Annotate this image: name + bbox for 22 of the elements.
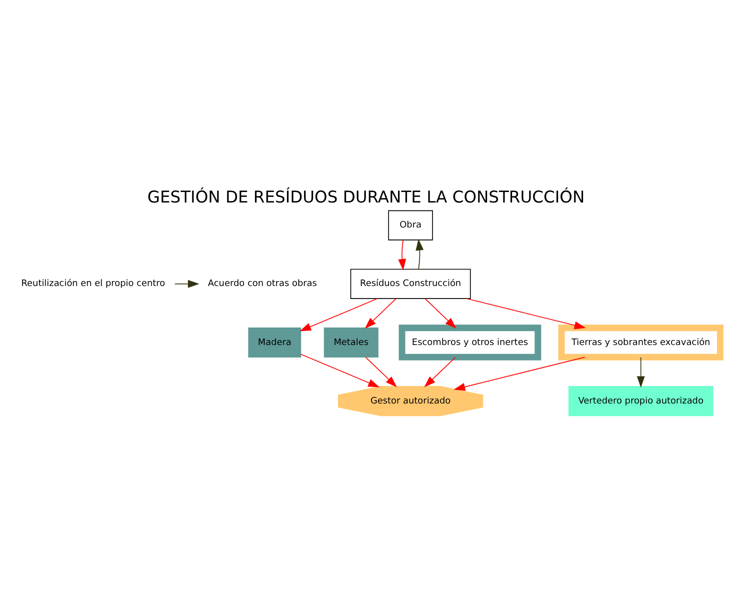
- arrow: [300, 298, 378, 331]
- arrow: [466, 298, 586, 329]
- node-box: Tierras y sobrantes excavación: [558, 324, 724, 360]
- arrow: [364, 298, 396, 328]
- arrow: [174, 279, 200, 288]
- arrow: [300, 353, 380, 387]
- node-box: Escombros y otros inertes: [398, 324, 542, 360]
- arrow: [636, 356, 645, 388]
- arrow: [398, 239, 406, 270]
- node-box: Madera: [248, 326, 302, 358]
- node-box: Obra: [388, 210, 433, 240]
- node-box: Metales: [324, 326, 378, 358]
- arrow: [416, 238, 424, 270]
- node-text: Reutilización en el propio centro: [21, 278, 166, 289]
- arrow: [424, 356, 456, 387]
- arrow: [365, 356, 397, 387]
- arrow: [424, 298, 456, 328]
- arrow: [454, 356, 586, 390]
- node-box: Vertedero propio autorizado: [568, 386, 714, 416]
- node-box: Resíduos Construcción: [350, 268, 471, 298]
- diagram-title: GESTIÓN DE RESÍDUOS DURANTE LA CONSTRUCCIÓN: [147, 187, 585, 206]
- node-text: Acuerdo con otras obras: [208, 278, 317, 289]
